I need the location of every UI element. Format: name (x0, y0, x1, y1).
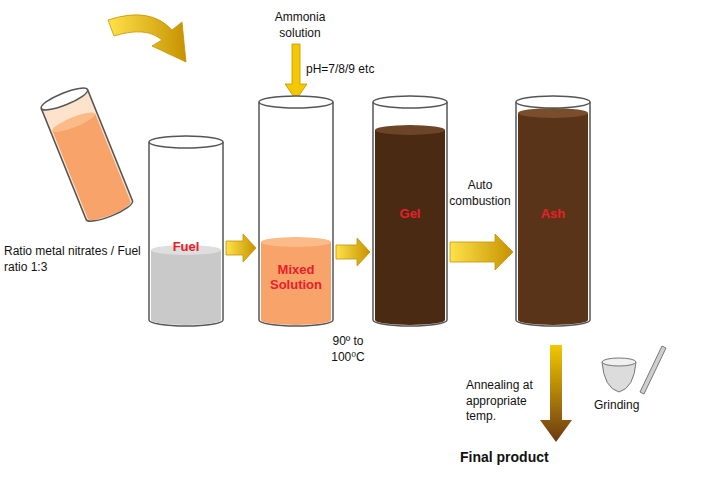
ammonia-arrow (285, 44, 307, 100)
beaker-label: Gel (378, 207, 442, 222)
block-arrow (226, 234, 256, 262)
pour-arrow (108, 15, 186, 62)
annotation-label: Final product (460, 448, 580, 466)
annealing-arrow (540, 345, 572, 442)
beaker-label: Fuel (154, 240, 218, 255)
block-arrow (336, 238, 370, 266)
beaker-outline (258, 95, 334, 327)
gel-beaker: Gel (372, 95, 448, 327)
fuel-beaker: Fuel (148, 135, 224, 327)
beaker-outline (148, 135, 224, 327)
mixed-solution-beaker: Mixed Solution (258, 95, 334, 327)
annotation-label: Grinding (594, 398, 664, 414)
beaker-label: Ash (521, 207, 585, 222)
mortar-pestle (602, 346, 666, 394)
annotation-label: Ratio metal nitrates / Fuel ratio 1:3 (4, 244, 144, 275)
block-arrow (450, 234, 513, 270)
annotation-label: Auto combustion (440, 178, 520, 209)
annotation-label: pH=7/8/9 etc (306, 62, 396, 78)
ash-beaker: Ash (515, 95, 591, 327)
annotation-label: 90º to 100⁰C (318, 334, 378, 365)
annotation-label: Ammonia solution (255, 10, 345, 41)
annotation-label: Annealing at appropriate temp. (466, 378, 546, 425)
beaker-label: Mixed Solution (264, 263, 328, 293)
pouring-beaker (39, 84, 135, 225)
